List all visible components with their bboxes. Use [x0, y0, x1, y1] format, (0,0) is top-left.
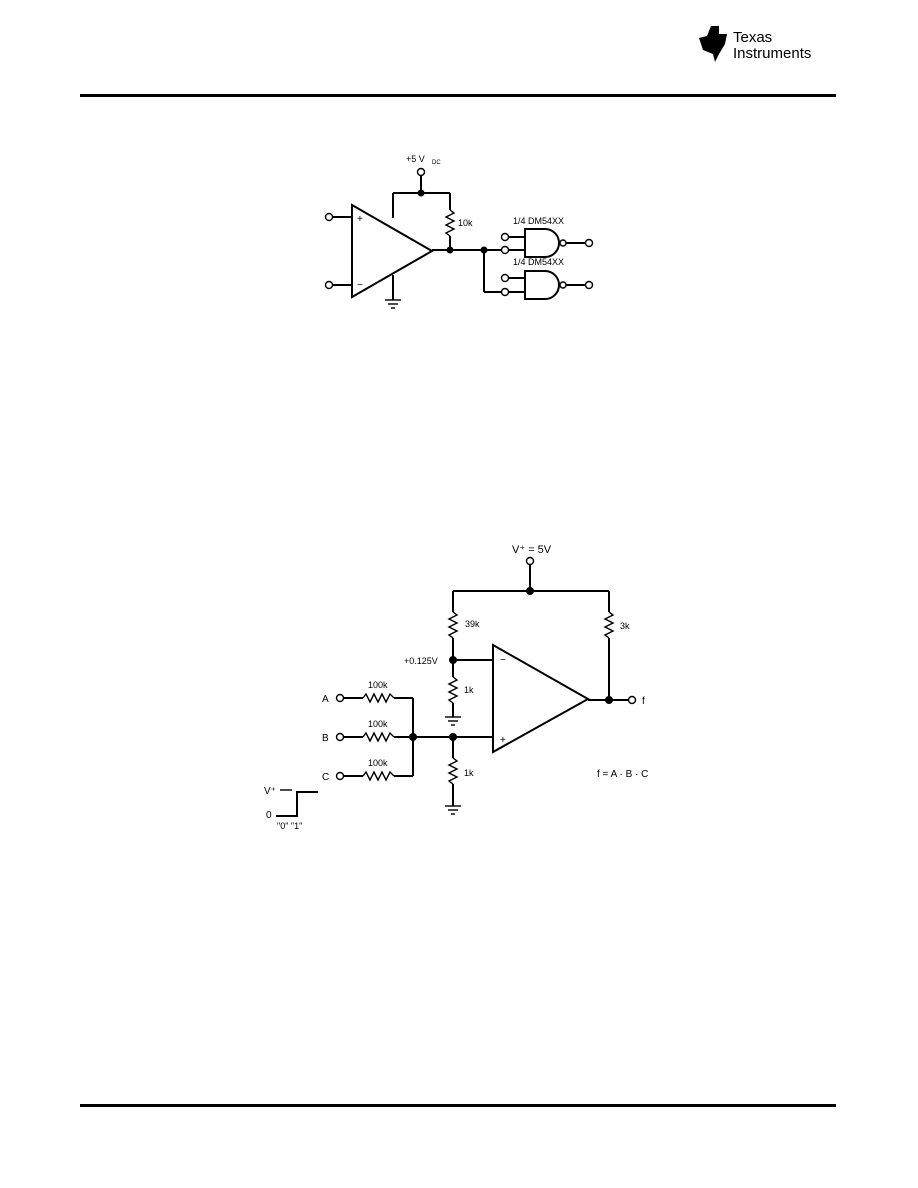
gate2-label: 1/4 DM54XX: [513, 257, 564, 267]
nand-gate-2: [524, 270, 560, 300]
inverting-sign: −: [357, 280, 363, 291]
ti-logo-line1: Texas: [733, 29, 772, 46]
supply-terminal: [525, 556, 535, 566]
comparator-ttl-circuit: +5 V DC 10k + − 1/4 DM54XX 1/4 DM54XX: [324, 154, 594, 309]
nand-gate-1: [524, 228, 560, 258]
legend-states-label: "0" "1": [277, 821, 302, 831]
header-rule: [80, 94, 836, 97]
resistor-c: [362, 770, 395, 782]
footer-rule: [80, 1104, 836, 1107]
input-a-terminal: [335, 693, 345, 703]
resistor-b-label: 100k: [368, 719, 388, 729]
output-junction-dot: [605, 696, 613, 704]
supply-junction-dot: [526, 587, 534, 595]
input-a-label: A: [322, 694, 329, 705]
pullup-resistor-label: 10k: [458, 218, 473, 228]
gate1-output-terminal: [584, 238, 594, 248]
resistor-c-label: 100k: [368, 758, 388, 768]
gate2-output-terminal: [584, 280, 594, 290]
noninverting-sign: +: [357, 214, 363, 225]
resistor-1k-upper: [447, 676, 459, 704]
input-b-label: B: [322, 733, 329, 744]
legend-zero-label: 0: [266, 810, 272, 821]
pullup-resistor: [444, 209, 456, 237]
legend-vplus-label: V⁺: [264, 786, 276, 797]
comparator-symbol: [492, 643, 591, 754]
logic-step-waveform: [276, 791, 318, 817]
resistor-1k-upper-label: 1k: [464, 685, 474, 695]
output-junction-dot: [446, 246, 454, 254]
reference-voltage-label: +0.125V: [404, 656, 438, 666]
summing-junction-dot: [409, 733, 417, 741]
input-b-terminal: [335, 732, 345, 742]
resistor-1k-lower: [447, 757, 459, 785]
texas-instruments-logo: Texas Instruments: [699, 26, 811, 62]
noninverting-sign: +: [500, 735, 506, 746]
resistor-3k-label: 3k: [620, 621, 630, 631]
resistor-39k-label: 39k: [465, 619, 480, 629]
inverting-sign: −: [500, 655, 506, 666]
input-c-label: C: [322, 772, 329, 783]
gate1-label: 1/4 DM54XX: [513, 216, 564, 226]
input-c-terminal: [335, 771, 345, 781]
resistor-a: [362, 692, 395, 704]
resistor-1k-lower-label: 1k: [464, 768, 474, 778]
and-gate-circuit: V⁺ = 5V 39k 3k +0.125V 1k − + f A 100k B…: [264, 544, 648, 831]
output-terminal: [627, 695, 637, 705]
logic-formula: f = A · B · C: [597, 769, 648, 780]
junction-dot: [417, 189, 425, 197]
supply-label: V⁺ = 5V: [512, 544, 552, 556]
comparator-symbol: [351, 203, 435, 299]
supply-subscript: DC: [432, 160, 441, 166]
resistor-b: [362, 731, 395, 743]
resistor-39k: [447, 611, 459, 639]
resistor-3k: [603, 611, 615, 639]
supply-label: +5 V: [406, 154, 425, 164]
ti-logo-line2: Instruments: [733, 45, 811, 62]
output-label: f: [642, 696, 645, 707]
ti-logo-icon: [699, 26, 727, 62]
resistor-a-label: 100k: [368, 680, 388, 690]
